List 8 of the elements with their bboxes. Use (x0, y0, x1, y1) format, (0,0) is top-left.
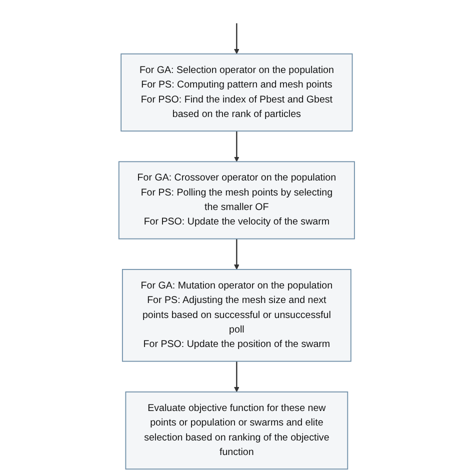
node-box: Evaluate objective function for these new points or population or swarms and elite selection based on ranking of the objective function (126, 391, 348, 470)
node-box: For GA: Crossover operator on the population For PS: Polling the mesh points by selecting the smaller OF For PSO: Update the velocity of the swarm (118, 161, 356, 240)
node-box: For GA: Mutation operator on the population For PS: Adjusting the mesh size and next points based on successful or unsuccessful poll For PSO: Update the position of the swarm (122, 269, 352, 362)
node-box: For GA: Selection operator on the population For PS: Computing pattern and mesh points For PSO: Find the index of Pbest and Gbest based on the rank of particles (120, 53, 354, 132)
arrow (234, 23, 240, 54)
arrow (234, 361, 240, 392)
arrow (234, 238, 240, 270)
arrow (234, 131, 240, 162)
